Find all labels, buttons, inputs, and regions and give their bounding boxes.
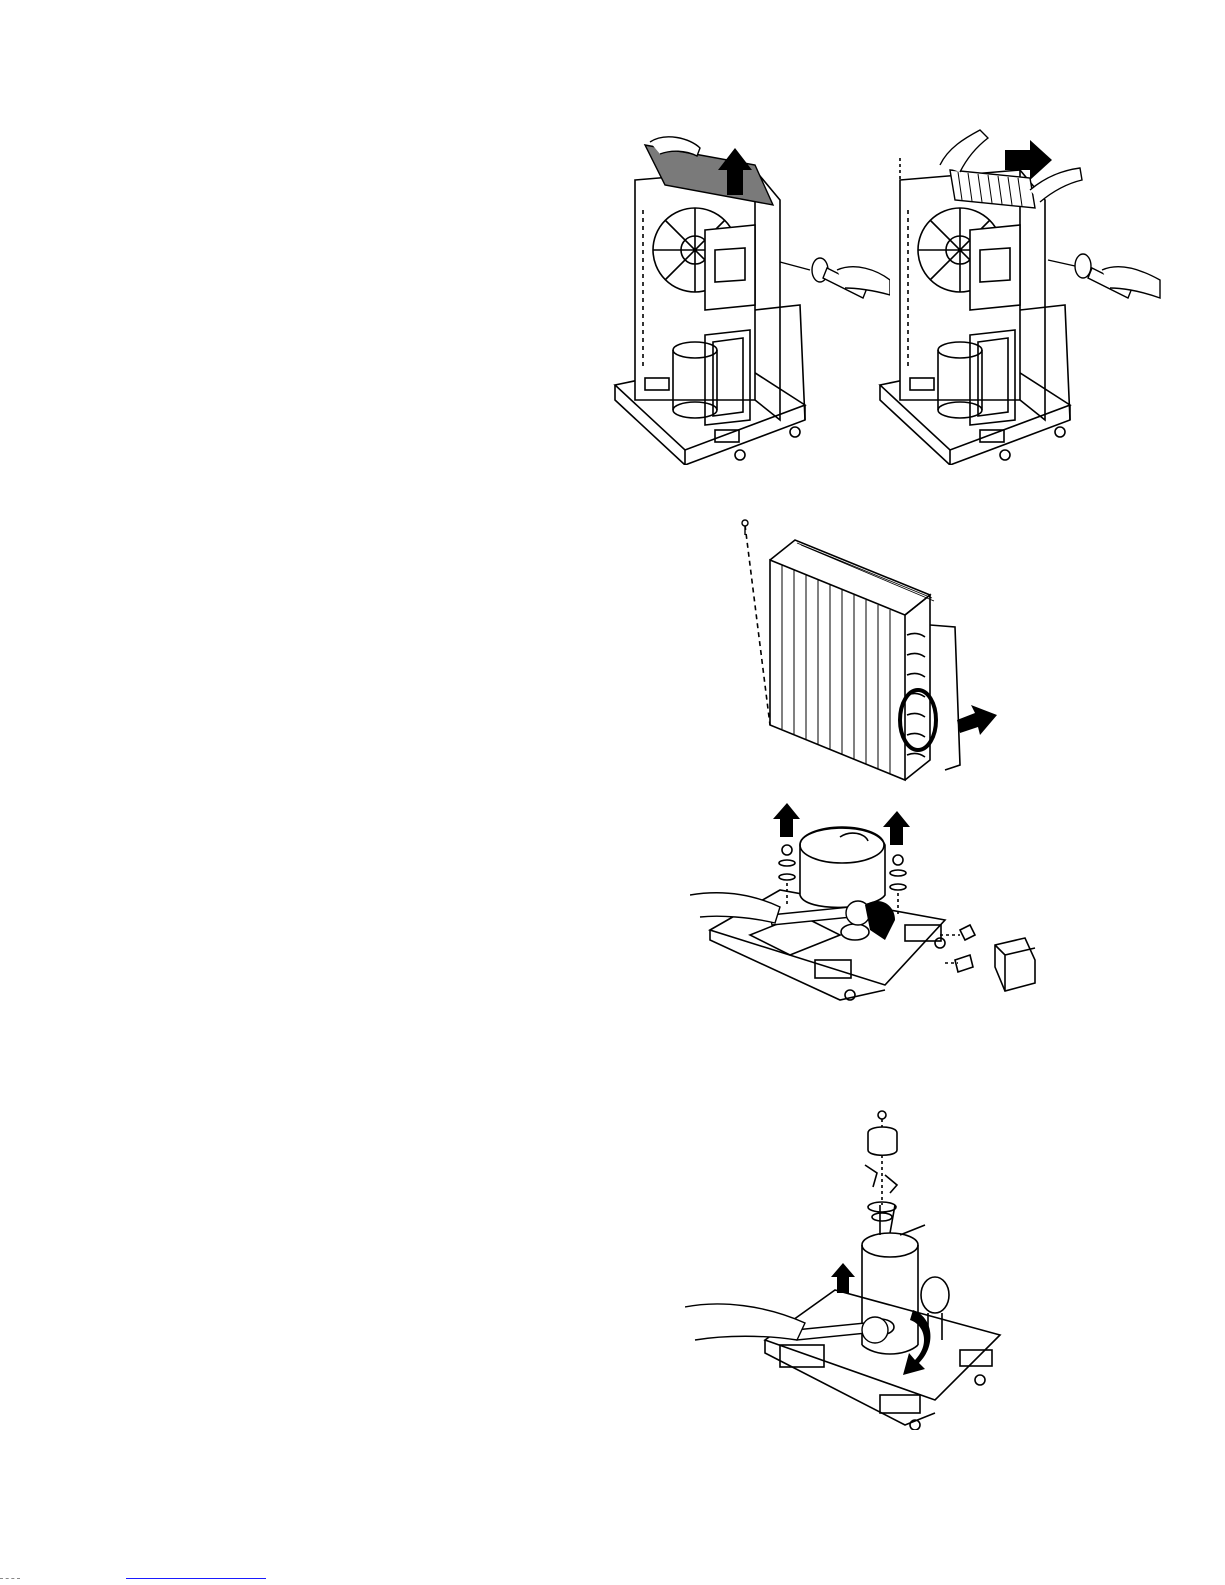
compressor-base-illustration bbox=[685, 1095, 1005, 1430]
hand-icon bbox=[940, 130, 988, 172]
figure-unit-top-panel-removal bbox=[605, 120, 890, 465]
page-margin-marker bbox=[0, 1578, 20, 1579]
footer-rule bbox=[126, 1578, 266, 1579]
up-arrow-icon bbox=[831, 1263, 855, 1293]
hand-icon bbox=[685, 1304, 805, 1340]
figure-compressor-nut-removal bbox=[690, 795, 1050, 1005]
compressor-cover-illustration bbox=[690, 795, 1050, 1005]
hand-icon bbox=[1030, 168, 1082, 202]
condenser-coil-illustration bbox=[735, 515, 1015, 795]
figure-compressor-base-removal bbox=[685, 1095, 1005, 1430]
up-arrow-icon bbox=[773, 803, 800, 837]
figure-condenser-coil-removal bbox=[735, 515, 1015, 795]
screwdriver-icon bbox=[1048, 254, 1160, 298]
figure-unit-side-panel-removal bbox=[870, 120, 1170, 465]
up-arrow-icon bbox=[883, 811, 910, 845]
unit-top-panel-illustration bbox=[605, 120, 890, 465]
right-arrow-icon bbox=[957, 705, 997, 735]
unit-side-panel-illustration bbox=[870, 120, 1170, 465]
screw-icon bbox=[742, 520, 748, 535]
